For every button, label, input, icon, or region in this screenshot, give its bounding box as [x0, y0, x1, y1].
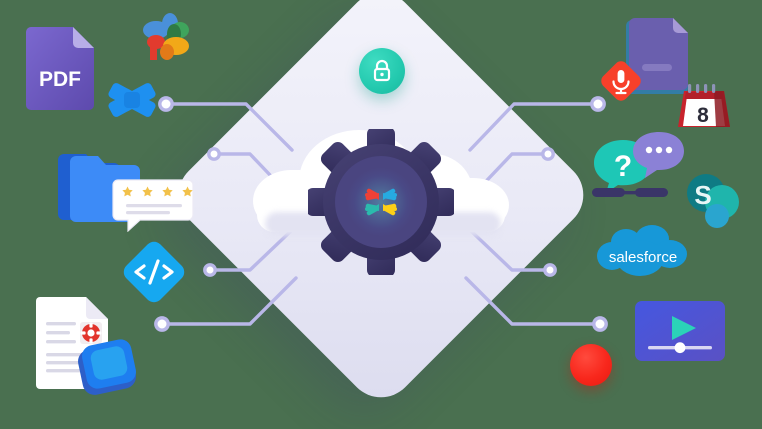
- video-player-icon[interactable]: [634, 300, 726, 362]
- salesforce-label: salesforce: [609, 249, 677, 266]
- record-button-icon[interactable]: [570, 344, 612, 386]
- excel-x-icon[interactable]: [104, 74, 160, 126]
- lock-icon: [373, 59, 391, 82]
- lifebuoy-icon: [80, 322, 102, 344]
- lock-badge[interactable]: [359, 48, 405, 94]
- gear-center-glow: [347, 168, 415, 236]
- sharepoint-letter: S: [694, 180, 711, 210]
- review-card-icon[interactable]: [112, 178, 213, 233]
- slack-logo-icon[interactable]: [136, 8, 198, 72]
- chat-bubble-icon[interactable]: [630, 130, 688, 180]
- question-mark-label: ?: [614, 150, 632, 183]
- sharepoint-logo-icon[interactable]: S: [684, 172, 742, 230]
- play-icon: [672, 316, 696, 340]
- pdf-label: PDF: [39, 68, 81, 91]
- code-icon[interactable]: [118, 236, 190, 308]
- calendar-day: 8: [697, 104, 709, 127]
- pdf-file-icon[interactable]: PDF: [24, 26, 96, 112]
- salesforce-logo-icon[interactable]: salesforce: [596, 222, 690, 278]
- purple-document-icon[interactable]: [624, 18, 690, 94]
- calendar-icon[interactable]: 8: [676, 82, 732, 132]
- microphone-icon[interactable]: [596, 56, 646, 106]
- blue-card-icon[interactable]: [76, 336, 142, 398]
- gear-icon: [308, 129, 454, 275]
- progress-thumb: [674, 342, 686, 354]
- four-hands-logo-icon: [365, 188, 397, 216]
- glasses-icon[interactable]: [592, 186, 668, 200]
- ellipsis-dots: [645, 146, 673, 154]
